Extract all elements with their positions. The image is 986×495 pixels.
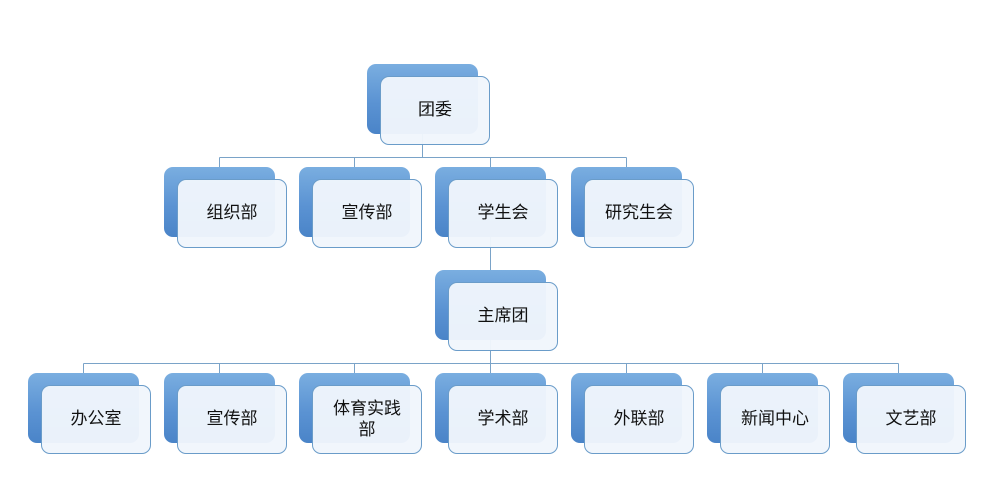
org-node-level3[interactable]: 文艺部 xyxy=(843,373,968,456)
node-label: 文艺部 xyxy=(856,385,966,454)
org-node-level3[interactable]: 外联部 xyxy=(571,373,696,456)
node-label: 主席团 xyxy=(448,282,558,351)
node-label: 新闻中心 xyxy=(720,385,830,454)
org-node-level1[interactable]: 组织部 xyxy=(164,167,289,250)
org-node-level2[interactable]: 主席团 xyxy=(435,270,560,353)
org-node-root[interactable]: 团委 xyxy=(367,64,492,147)
org-node-level3[interactable]: 新闻中心 xyxy=(707,373,832,456)
org-node-level3[interactable]: 体育实践部 xyxy=(299,373,424,456)
org-node-level1[interactable]: 宣传部 xyxy=(299,167,424,250)
node-label: 宣传部 xyxy=(177,385,287,454)
org-node-level3[interactable]: 办公室 xyxy=(28,373,153,456)
node-label: 团委 xyxy=(380,76,490,145)
org-node-level1[interactable]: 研究生会 xyxy=(571,167,696,250)
org-node-level1[interactable]: 学生会 xyxy=(435,167,560,250)
node-label: 体育实践部 xyxy=(312,385,422,454)
node-label: 学术部 xyxy=(448,385,558,454)
node-label: 外联部 xyxy=(584,385,694,454)
org-node-level3[interactable]: 宣传部 xyxy=(164,373,289,456)
node-label: 宣传部 xyxy=(312,179,422,248)
node-label: 学生会 xyxy=(448,179,558,248)
node-label: 研究生会 xyxy=(584,179,694,248)
org-node-level3[interactable]: 学术部 xyxy=(435,373,560,456)
node-label: 办公室 xyxy=(41,385,151,454)
node-label: 组织部 xyxy=(177,179,287,248)
